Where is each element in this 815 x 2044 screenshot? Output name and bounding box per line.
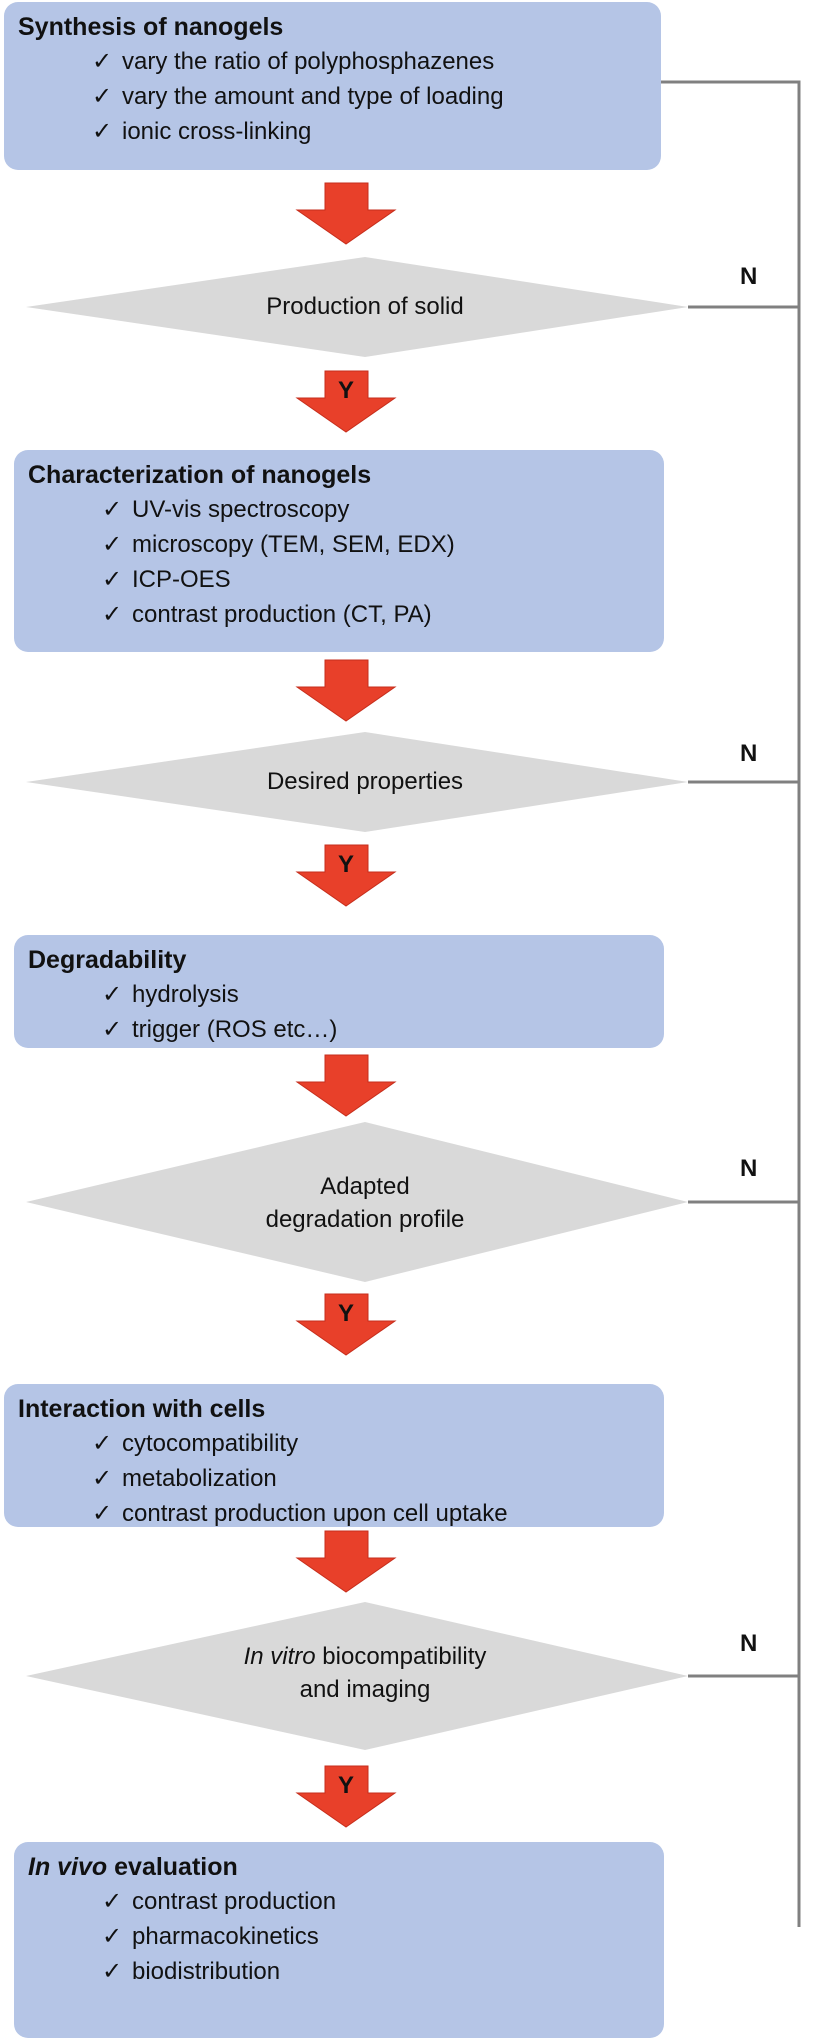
step-item: ✓metabolization <box>18 1461 664 1496</box>
step-item: ✓ICP-OES <box>28 562 664 597</box>
check-icon: ✓ <box>92 1430 113 1457</box>
flow-arrow-8-yes <box>295 1765 397 1828</box>
decision-text-4: In vitro biocompatibility and imaging <box>243 1643 487 1703</box>
step-item: ✓contrast production <box>28 1884 664 1919</box>
step-item: ✓cytocompatibility <box>18 1426 664 1461</box>
flow-arrow-2-yes <box>295 370 397 433</box>
check-icon: ✓ <box>102 566 123 593</box>
step-title: In vivo evaluation <box>28 1853 238 1881</box>
step-title: Degradability <box>28 946 187 974</box>
yes-label-1: Y <box>338 377 354 404</box>
step-title: Characterization of nanogels <box>28 461 372 489</box>
step-interaction-with-cells: Interaction with cells ✓cytocompatibilit… <box>4 1384 664 1527</box>
step-characterization: Characterization of nanogels ✓UV-vis spe… <box>14 450 664 652</box>
step-item: ✓pharmacokinetics <box>28 1919 664 1954</box>
decision-text-3: Adapted degradation profile <box>265 1173 465 1233</box>
step-item: ✓vary the amount and type of loading <box>18 79 661 114</box>
check-icon: ✓ <box>102 496 123 523</box>
flow-arrow-7 <box>295 1530 397 1593</box>
check-icon: ✓ <box>102 531 123 558</box>
decision-diamond-4 <box>26 1602 688 1750</box>
yes-label-4: Y <box>338 1772 354 1799</box>
step-in-vivo-evaluation: In vivo evaluation ✓contrast production … <box>14 1842 664 2038</box>
step-synthesis: Synthesis of nanogels ✓vary the ratio of… <box>4 2 661 170</box>
decision-text-2: Desired properties <box>266 768 464 795</box>
feedback-line <box>661 80 801 1927</box>
flow-arrow-5 <box>295 1054 397 1117</box>
flow-arrow-4-yes <box>295 844 397 907</box>
check-icon: ✓ <box>92 48 113 75</box>
step-item: ✓contrast production upon cell uptake <box>18 1496 664 1531</box>
step-item: ✓trigger (ROS etc…) <box>28 1012 664 1047</box>
check-icon: ✓ <box>102 1923 123 1950</box>
no-label-1: N <box>740 263 758 290</box>
no-label-2: N <box>740 740 758 767</box>
flow-arrow-6-yes <box>295 1293 397 1356</box>
no-label-3: N <box>740 1155 758 1182</box>
flow-arrow-1 <box>295 182 397 245</box>
step-item: ✓UV-vis spectroscopy <box>28 492 664 527</box>
step-item: ✓hydrolysis <box>28 977 664 1012</box>
check-icon: ✓ <box>92 1500 113 1527</box>
no-label-4: N <box>740 1630 758 1657</box>
step-title: Synthesis of nanogels <box>18 13 284 41</box>
check-icon: ✓ <box>102 1958 123 1985</box>
step-item: ✓microscopy (TEM, SEM, EDX) <box>28 527 664 562</box>
step-item: ✓contrast production (CT, PA) <box>28 597 664 632</box>
flow-arrow-3 <box>295 659 397 722</box>
decision-diamond-3 <box>26 1122 688 1282</box>
step-title: Interaction with cells <box>18 1395 266 1423</box>
step-item: ✓vary the ratio of polyphosphazenes <box>18 44 661 79</box>
check-icon: ✓ <box>92 1465 113 1492</box>
check-icon: ✓ <box>102 601 123 628</box>
decision-diamond-1 <box>26 257 688 357</box>
check-icon: ✓ <box>102 981 123 1008</box>
step-degradability: Degradability ✓hydrolysis ✓trigger (ROS … <box>14 935 664 1048</box>
decision-text-1: Production of solid <box>266 293 464 320</box>
check-icon: ✓ <box>92 118 113 145</box>
check-icon: ✓ <box>102 1016 123 1043</box>
decision-diamond-2 <box>26 732 688 832</box>
step-item: ✓biodistribution <box>28 1954 664 1989</box>
yes-label-3: Y <box>338 1300 354 1327</box>
step-item: ✓ionic cross-linking <box>18 114 661 149</box>
yes-label-2: Y <box>338 851 354 878</box>
check-icon: ✓ <box>92 83 113 110</box>
check-icon: ✓ <box>102 1888 123 1915</box>
